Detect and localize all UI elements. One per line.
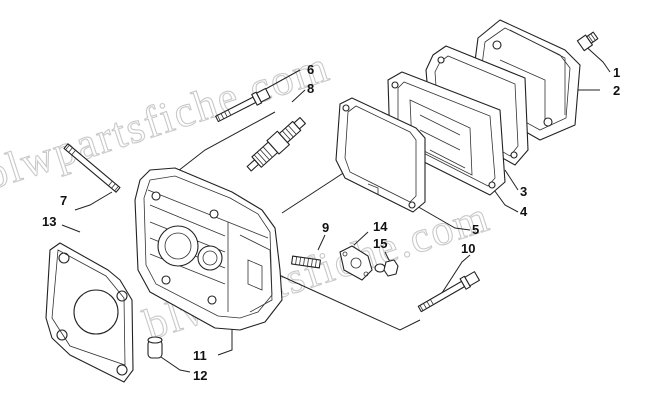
callout-labels: 1 2 3 4 5 6 7 8 9 10 11 12 13 14 15 <box>42 62 620 383</box>
part-13-head-gasket <box>45 242 134 383</box>
part-7-stud <box>63 143 121 193</box>
callout-5: 5 <box>472 222 479 237</box>
callout-3: 3 <box>520 184 527 199</box>
callout-4: 4 <box>520 204 528 219</box>
callout-1: 1 <box>613 65 620 80</box>
part-14-flange <box>339 245 373 281</box>
part-1-bolt <box>576 31 599 52</box>
callout-7: 7 <box>60 193 67 208</box>
callout-13: 13 <box>42 214 56 229</box>
callout-12: 12 <box>193 368 207 383</box>
callout-11: 11 <box>193 348 207 363</box>
part-8-spark-plug <box>246 117 306 172</box>
part-9-stud <box>291 255 321 269</box>
callout-9: 9 <box>322 220 329 235</box>
part-15-nut <box>374 259 399 277</box>
part-11-cylinder-head <box>134 167 283 331</box>
callout-15: 15 <box>373 236 387 251</box>
part-10-bolt <box>417 271 480 313</box>
part-12-dowel <box>147 336 163 359</box>
callout-10: 10 <box>461 241 475 256</box>
callout-14: 14 <box>373 219 388 234</box>
callout-8: 8 <box>307 81 314 96</box>
callout-2: 2 <box>613 83 620 98</box>
part-5-gasket <box>335 97 426 213</box>
callout-6: 6 <box>307 62 314 77</box>
part-6-bolt <box>215 88 271 123</box>
